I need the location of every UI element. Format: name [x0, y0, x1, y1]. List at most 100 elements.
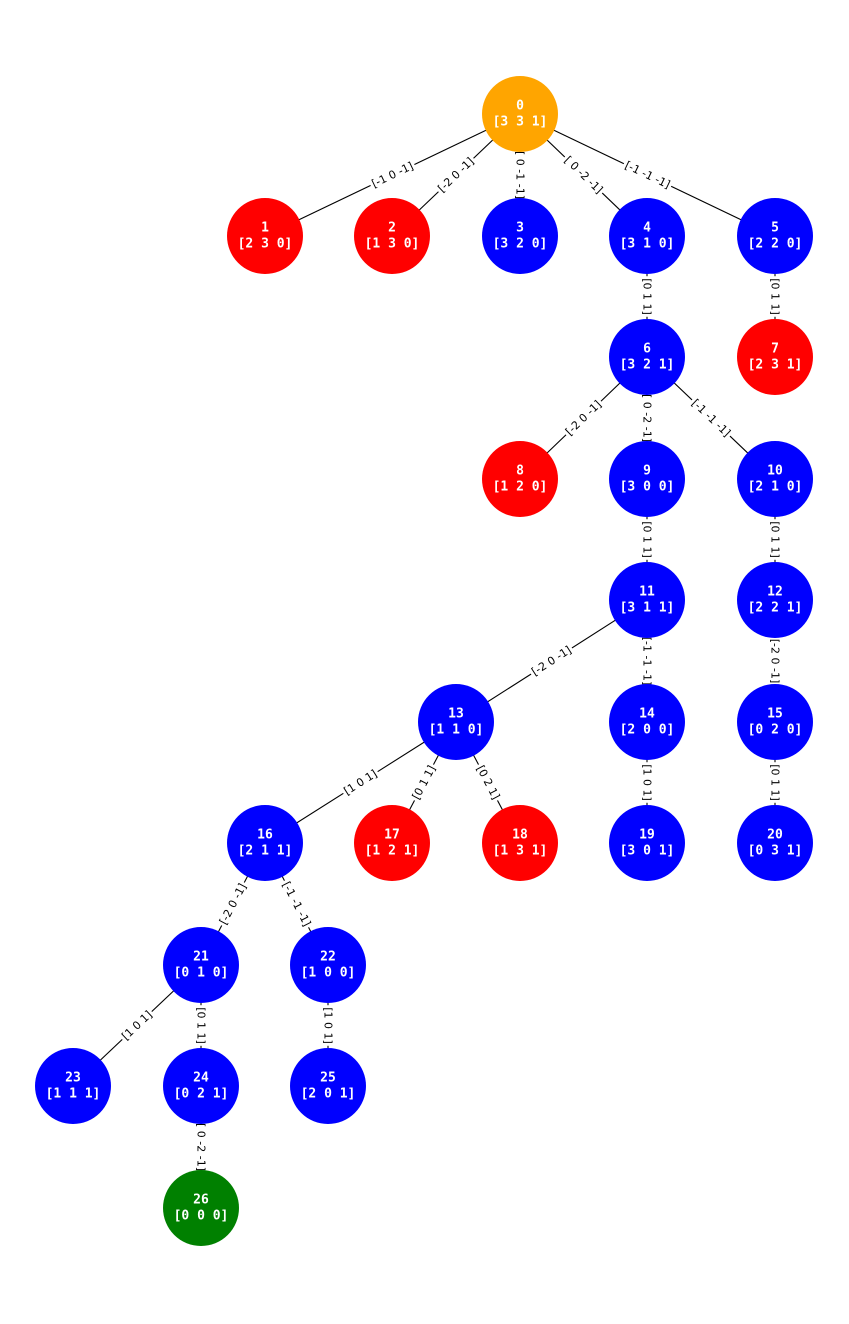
node-11: 11[3 1 1] — [609, 562, 685, 638]
node-circle — [737, 441, 813, 517]
edge-label-background — [193, 1005, 209, 1046]
node-id-label: 8 — [516, 464, 524, 479]
node-circle — [354, 805, 430, 881]
node-8: 8[1 2 0] — [482, 441, 558, 517]
node-circle — [737, 684, 813, 760]
edge-label-13-17: [0 1 1] — [407, 761, 441, 804]
node-layer: 0[3 3 1]1[2 3 0]2[1 3 0]3[3 2 0]4[3 1 0]… — [35, 76, 813, 1246]
node-circle — [482, 441, 558, 517]
edge-label-text: [1 0 1] — [322, 1007, 335, 1044]
node-circle — [609, 198, 685, 274]
edge-label-background — [215, 879, 251, 929]
edge-label-background — [512, 148, 528, 202]
node-circle — [609, 562, 685, 638]
edge-label-text: [0 2 1] — [474, 763, 503, 801]
edge-label-background — [767, 636, 783, 686]
node-12: 12[2 2 1] — [737, 562, 813, 638]
edge-label-text: [0 1 1] — [769, 764, 782, 801]
edge-label-background — [686, 394, 736, 442]
node-id-label: 7 — [771, 342, 779, 357]
node-state-label: [0 2 0] — [748, 723, 803, 738]
node-id-label: 4 — [643, 221, 651, 236]
node-7: 7[2 3 1] — [737, 319, 813, 395]
node-17: 17[1 2 1] — [354, 805, 430, 881]
node-21: 21[0 1 0] — [163, 927, 239, 1003]
edge-label-background — [527, 641, 576, 681]
node-id-label: 17 — [384, 828, 400, 843]
edge-label-text: [ 0 -2 -1] — [562, 154, 606, 197]
node-state-label: [1 1 1] — [46, 1087, 101, 1102]
node-state-label: [2 1 1] — [238, 844, 293, 859]
node-circle — [737, 198, 813, 274]
edge-label-background — [767, 762, 783, 803]
node-state-label: [3 3 1] — [493, 115, 548, 130]
edge-label-background — [560, 395, 607, 441]
node-25: 25[2 0 1] — [290, 1048, 366, 1124]
edge-label-background — [767, 276, 783, 317]
node-state-label: [3 2 0] — [493, 237, 548, 252]
node-24: 24[0 2 1] — [163, 1048, 239, 1124]
edge-label-5-7: [0 1 1] — [767, 276, 783, 317]
node-circle — [35, 1048, 111, 1124]
edge-label-background — [639, 762, 655, 803]
node-circle — [227, 805, 303, 881]
node-id-label: 10 — [767, 464, 783, 479]
node-state-label: [0 0 0] — [174, 1209, 229, 1224]
node-id-label: 23 — [65, 1071, 81, 1086]
edge-label-9-11: [0 1 1] — [639, 519, 655, 560]
node-state-label: [2 1 0] — [748, 480, 803, 495]
node-state-label: [3 0 1] — [620, 844, 675, 859]
edge-label-16-21: [-2 0 -1] — [215, 879, 251, 929]
edge-label-background — [471, 761, 505, 804]
edge-label-background — [639, 519, 655, 560]
edge-label-6-9: [ 0 -2 -1] — [639, 391, 655, 445]
node-id-label: 6 — [643, 342, 651, 357]
node-19: 19[3 0 1] — [609, 805, 685, 881]
edge-label-text: [-2 0 -1] — [769, 639, 782, 684]
node-1: 1[2 3 0] — [227, 198, 303, 274]
node-state-label: [3 1 1] — [620, 601, 675, 616]
edge-layer — [72, 113, 776, 1208]
edge-label-12-15: [-2 0 -1] — [767, 636, 783, 686]
node-state-label: [3 1 0] — [620, 237, 675, 252]
node-id-label: 20 — [767, 828, 783, 843]
edge-label-22-25: [1 0 1] — [320, 1005, 336, 1046]
node-id-label: 19 — [639, 828, 655, 843]
edge-label-text: [-1 -1 -1] — [641, 637, 654, 685]
edge-label-text: [-1 -1 -1] — [689, 397, 733, 440]
edge-label-15-20: [0 1 1] — [767, 762, 783, 803]
node-id-label: 12 — [767, 585, 783, 600]
node-circle — [163, 1170, 239, 1246]
node-state-label: [3 2 1] — [620, 358, 675, 373]
edge-label-text: [ 0 -2 -1] — [195, 1123, 208, 1171]
node-5: 5[2 2 0] — [737, 198, 813, 274]
node-9: 9[3 0 0] — [609, 441, 685, 517]
node-state-label: [2 0 1] — [301, 1087, 356, 1102]
edge-label-text: [0 1 1] — [195, 1007, 208, 1044]
node-circle — [163, 1048, 239, 1124]
node-id-label: 21 — [193, 950, 209, 965]
node-state-label: [3 0 0] — [620, 480, 675, 495]
node-circle — [609, 441, 685, 517]
edge-label-10-12: [0 1 1] — [767, 519, 783, 560]
edge-label-text: [0 1 1] — [769, 521, 782, 558]
node-4: 4[3 1 0] — [609, 198, 685, 274]
node-circle — [609, 319, 685, 395]
node-state-label: [1 3 1] — [493, 844, 548, 859]
edge-label-background — [277, 877, 316, 931]
edge-label-0-3: [ 0 -1 -1] — [512, 148, 528, 202]
node-circle — [290, 927, 366, 1003]
node-10: 10[2 1 0] — [737, 441, 813, 517]
node-state-label: [2 2 1] — [748, 601, 803, 616]
edge-label-13-16: [1 0 1] — [339, 765, 382, 800]
edge-label-21-24: [0 1 1] — [193, 1005, 209, 1046]
edge-label-text: [1 0 1] — [119, 1008, 155, 1043]
edge-label-24-26: [ 0 -2 -1] — [193, 1120, 209, 1174]
node-id-label: 16 — [257, 828, 273, 843]
edge-label-background — [320, 1005, 336, 1046]
edge-label-6-10: [-1 -1 -1] — [686, 394, 736, 442]
node-state-label: [1 3 0] — [365, 237, 420, 252]
node-id-label: 5 — [771, 221, 779, 236]
edge-label-text: [0 1 1] — [410, 763, 439, 801]
node-circle — [354, 198, 430, 274]
